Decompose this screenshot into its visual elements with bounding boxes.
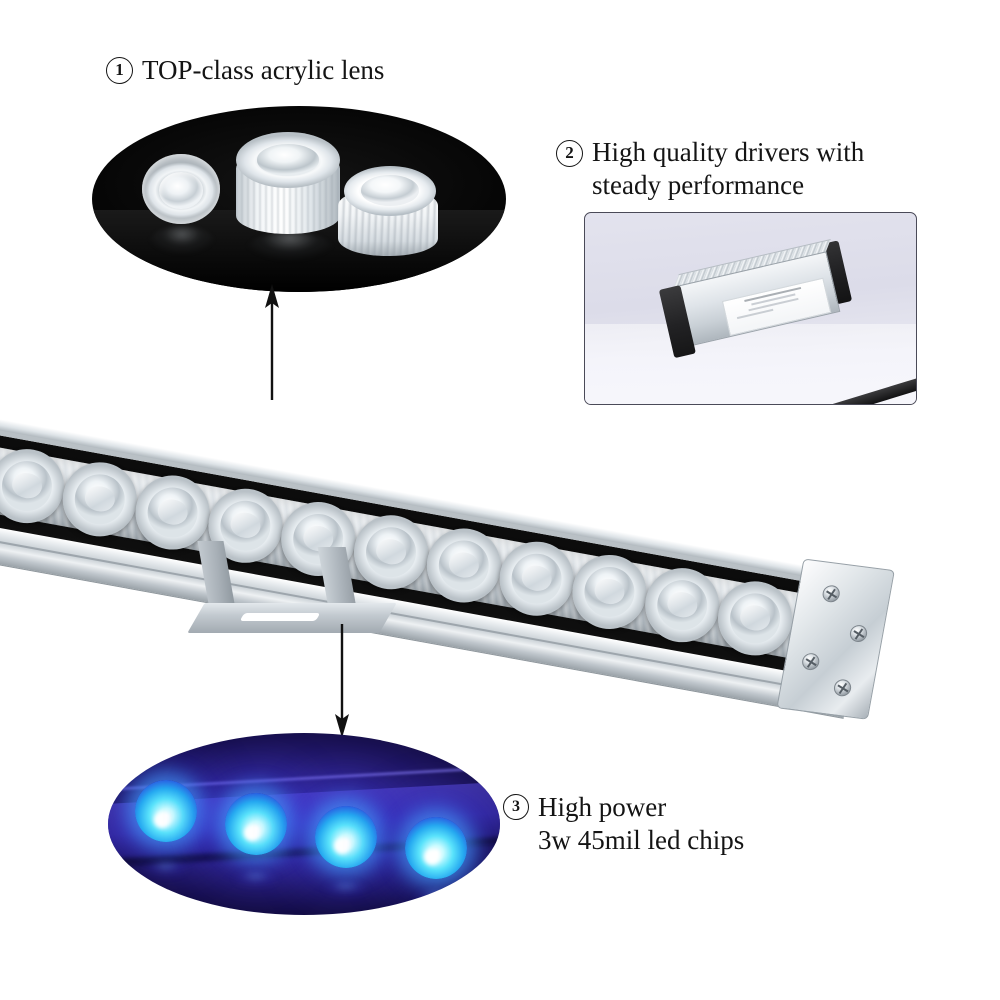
led-chip-spark [333,838,350,855]
driver-photo [584,212,917,405]
arrow-to-chips-photo-icon [335,624,349,738]
led-bar-housing [0,416,895,720]
callout-1-acrylic-lens: 1 TOP-class acrylic lens [106,54,384,87]
led-chip-reflection [410,889,462,915]
led-chip-reflection [320,881,372,907]
led-chip-reflection [140,861,192,887]
led-chip-spark [423,849,440,866]
lens-tall-dome [236,132,340,188]
callout-3-number-badge: 3 [503,794,529,820]
driver-photo-tabletop [585,323,916,404]
lens-cup-dome [344,166,436,216]
led-chip-reflection [230,871,282,897]
mounting-bracket [187,541,397,633]
led-chip [135,780,197,842]
lens-flat-reflection [146,226,218,268]
screw-icon [800,652,821,672]
callout-3-high-power: 3 High power 3w 45mil led chips [503,791,744,857]
arrow-to-lens-photo-icon [265,284,279,400]
acrylic-lens-tall-ribbed [236,132,340,236]
callout-2-label: High quality drivers with steady perform… [592,137,865,200]
screw-icon [821,584,842,604]
led-wall-washer-product [0,330,990,720]
led-chip-spark [243,825,260,842]
lens-tall-reflection [242,232,338,278]
lens-photo [92,106,506,292]
led-chip [405,817,467,879]
bracket-mounting-slot [239,613,321,621]
led-chips-photo [108,733,500,915]
callout-3-label: High power 3w 45mil led chips [538,792,745,855]
acrylic-lens-flat [142,154,220,224]
callout-1-label: TOP-class acrylic lens [142,55,385,85]
screw-icon [832,678,853,698]
callout-2-drivers: 2 High quality drivers with steady perfo… [556,136,864,202]
callout-2-number-badge: 2 [556,140,583,167]
led-chip-spark [153,812,170,829]
driver-spec-label [721,277,832,337]
led-chip [225,793,287,855]
screw-icon [848,624,869,643]
acrylic-lens-ribbed-cup [334,166,442,258]
callout-1-number-badge: 1 [106,57,133,84]
driver-label-line [736,308,774,320]
led-chip [315,806,377,868]
